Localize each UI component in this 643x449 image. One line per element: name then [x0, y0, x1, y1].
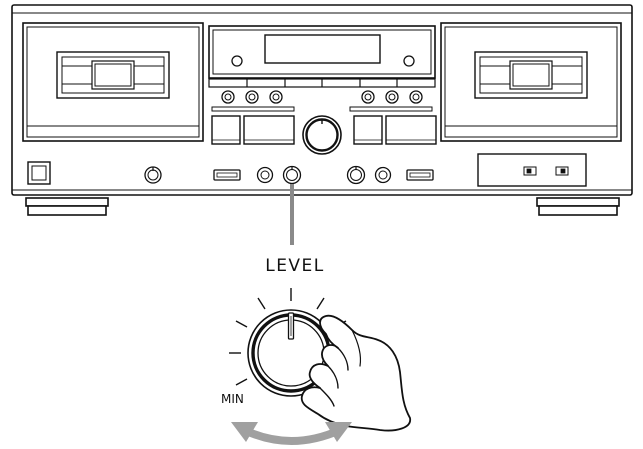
display-window — [264, 34, 381, 64]
hand-turning-knob-icon — [300, 314, 411, 432]
power-button[interactable] — [27, 161, 51, 185]
cassette-door-left[interactable] — [22, 22, 204, 142]
cassette-window-left — [56, 51, 170, 99]
knob-left[interactable] — [144, 166, 162, 184]
min-label: MIN — [221, 392, 244, 406]
round-buttons-right[interactable] — [349, 90, 433, 112]
indicator-left — [231, 55, 243, 67]
level-label: LEVEL — [265, 256, 325, 276]
cassette-deck — [11, 4, 633, 216]
transport-buttons-left[interactable] — [211, 115, 295, 145]
deck-feet — [25, 197, 620, 216]
jack-left[interactable] — [256, 166, 274, 184]
knob-right[interactable] — [346, 165, 366, 185]
master-dial[interactable] — [302, 115, 342, 155]
cassette-window-right — [474, 51, 588, 99]
bottom-right-panel — [477, 153, 587, 187]
indicator-right — [403, 55, 415, 67]
cassette-door-right[interactable] — [440, 22, 622, 142]
transport-buttons-right[interactable] — [353, 115, 437, 145]
slot-button-right[interactable] — [406, 169, 434, 181]
center-display-panel — [208, 25, 436, 79]
key-row[interactable] — [208, 78, 436, 88]
round-buttons-left[interactable] — [211, 90, 295, 112]
slot-button-left[interactable] — [213, 169, 241, 181]
double-headed-curved-arrow-icon — [231, 422, 352, 445]
jack-right[interactable] — [374, 166, 392, 184]
level-knob-small[interactable] — [282, 165, 302, 185]
